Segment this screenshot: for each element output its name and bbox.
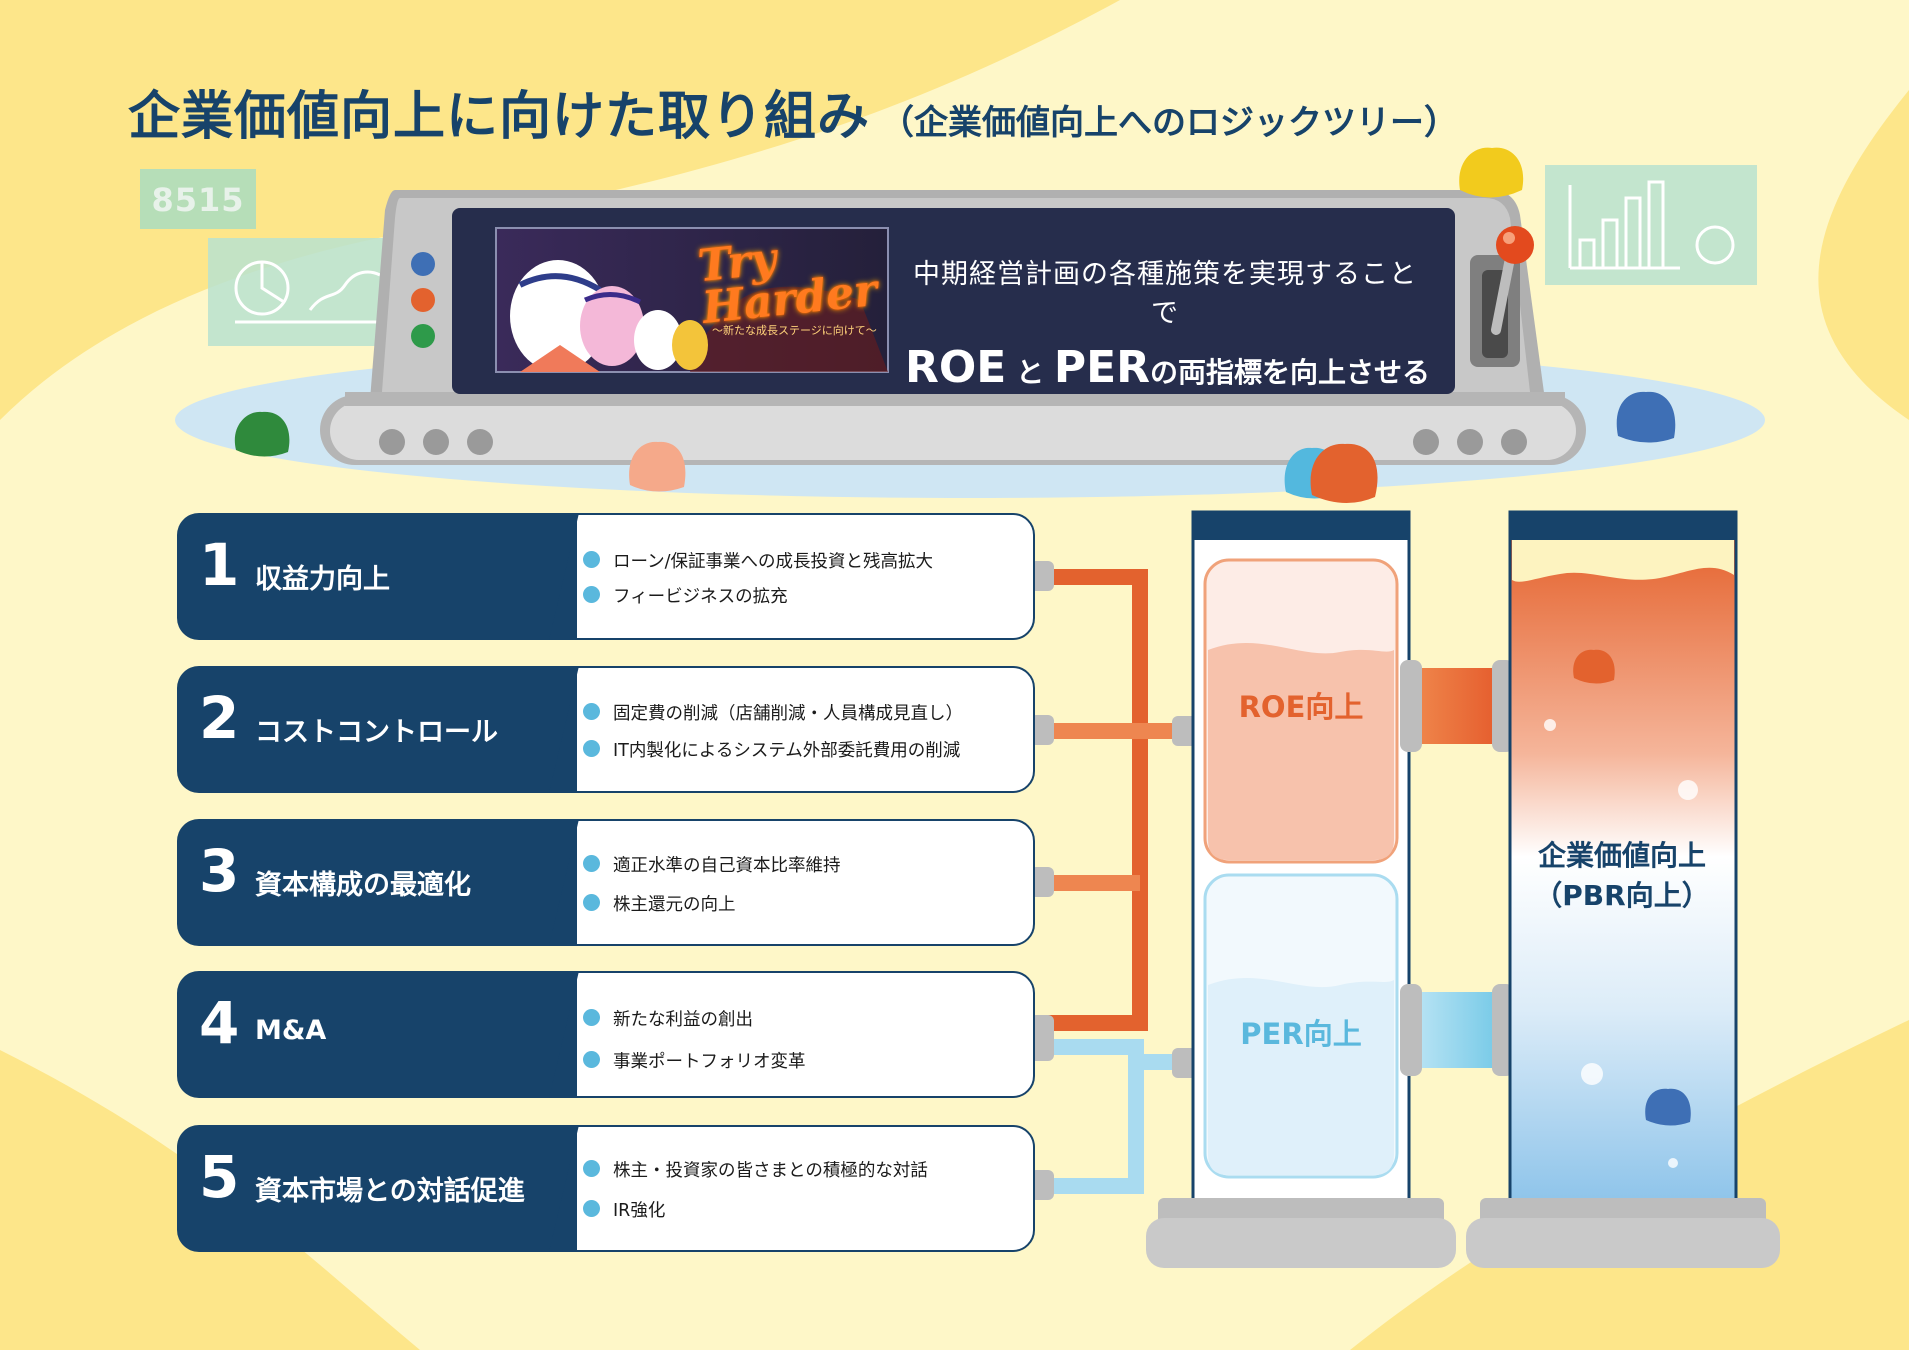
mascot-peach-icon — [629, 441, 686, 492]
measure-4-bullet-2: 事業ポートフォリオ変革 — [583, 1048, 806, 1073]
page-title: 企業価値向上に向けた取り組み（企業価値向上へのロジックツリー） — [128, 87, 1459, 147]
pie-chart-panel — [208, 238, 398, 346]
measure-row-3: 適正水準の自己資本比率維持 株主還元の向上 3 資本構成の最適化 — [177, 819, 1035, 946]
yellow-swoosh-top — [0, 0, 1120, 420]
measure-4-number: 4 — [199, 989, 240, 1057]
banner-line-2: ROE と PERの両指標を向上させる — [905, 342, 1431, 393]
measure-row-1: ローン/保証事業への成長投資と残高拡大 フィービジネスの拡充 1 収益力向上 — [177, 513, 1035, 640]
lever-knob-icon — [1496, 226, 1534, 264]
measure-3-number: 3 — [199, 837, 240, 905]
try-harder-logo: Try Harder — [695, 233, 880, 334]
pipe-lightblue — [1040, 1039, 1144, 1194]
page-subtitle: （企業価値向上へのロジックツリー） — [880, 103, 1459, 143]
measure-4-label: M&A — [255, 1015, 327, 1046]
code-badge-label: 8515 — [151, 181, 245, 219]
mascot-yellow-top-icon — [1459, 147, 1524, 198]
measure-3-bullet-2: 株主還元の向上 — [583, 891, 736, 916]
mascot-yellow-icon — [672, 320, 708, 370]
pipe-roe-to-pbr — [1408, 668, 1508, 744]
mascot-orange-icon — [1310, 443, 1378, 504]
measure-1-bullet-1: ローン/保証事業への成長投資と残高拡大 — [582, 548, 933, 573]
mascot-blue-icon — [1616, 391, 1676, 443]
measure-row-4: 新たな利益の創出 事業ポートフォリオ変革 4 M&A — [177, 971, 1035, 1098]
measure-5-number: 5 — [199, 1143, 240, 1211]
per-label: PER向上 — [1240, 1017, 1362, 1051]
pbr-label: 企業価値向上 （PBR向上） — [1534, 839, 1710, 912]
mascot-pink-icon — [580, 286, 644, 366]
measure-5-bullet-1: 株主・投資家の皆さまとの積極的な対話 — [583, 1157, 928, 1182]
measure-5-bullet-2: IR強化 — [582, 1197, 665, 1222]
mascot-in-tank-blue-icon — [1645, 1088, 1691, 1126]
green-button-icon — [411, 324, 435, 348]
pipe-orange — [1040, 569, 1148, 1031]
mascot-green-icon — [234, 411, 290, 457]
yellow-swoosh-right — [1818, 90, 1909, 420]
mascot-white-icon — [510, 260, 606, 372]
mascot-small-icon — [634, 310, 682, 370]
blue-button-icon — [411, 252, 435, 276]
measure-1-label: 収益力向上 — [255, 564, 390, 595]
middle-tower-base — [1146, 1218, 1456, 1268]
banner-message: 中期経営計画の各種施策を実現することで ROE と PERの両指標を向上させる — [905, 252, 1431, 393]
pipe-per-to-pbr — [1408, 992, 1508, 1068]
measure-2-label: コストコントロール — [255, 717, 498, 748]
measure-row-2: 固定費の削減（店舗削減・人員構成見直し） IT内製化によるシステム外部委託費用の… — [177, 666, 1035, 793]
roe-label: ROE向上 — [1238, 690, 1364, 724]
measure-1-number: 1 — [199, 531, 240, 599]
try-harder-subtitle: 〜新たな成長ステージに向けて〜 — [712, 324, 877, 337]
measure-2-bullet-1: 固定費の削減（店舗削減・人員構成見直し） — [583, 700, 963, 725]
code-badge — [140, 169, 256, 229]
measure-3-bullet-1: 適正水準の自己資本比率維持 — [583, 852, 841, 877]
mascot-in-tank-orange-icon — [1573, 649, 1615, 684]
measure-4-bullet-1: 新たな利益の創出 — [583, 1006, 753, 1031]
measure-2-bullet-2: IT内製化によるシステム外部委託費用の削減 — [582, 737, 960, 762]
pbr-tower-base — [1466, 1218, 1780, 1268]
measure-1-bullet-2: フィービジネスの拡充 — [583, 583, 788, 608]
measure-3-label: 資本構成の最適化 — [255, 870, 471, 901]
banner-line-1: 中期経営計画の各種施策を実現することで — [913, 259, 1417, 329]
measure-row-5: 株主・投資家の皆さまとの積極的な対話 IR強化 5 資本市場との対話促進 — [177, 1125, 1035, 1252]
orange-button-icon — [411, 288, 435, 312]
measure-2-number: 2 — [199, 684, 240, 752]
measure-5-label: 資本市場との対話促進 — [255, 1176, 525, 1207]
